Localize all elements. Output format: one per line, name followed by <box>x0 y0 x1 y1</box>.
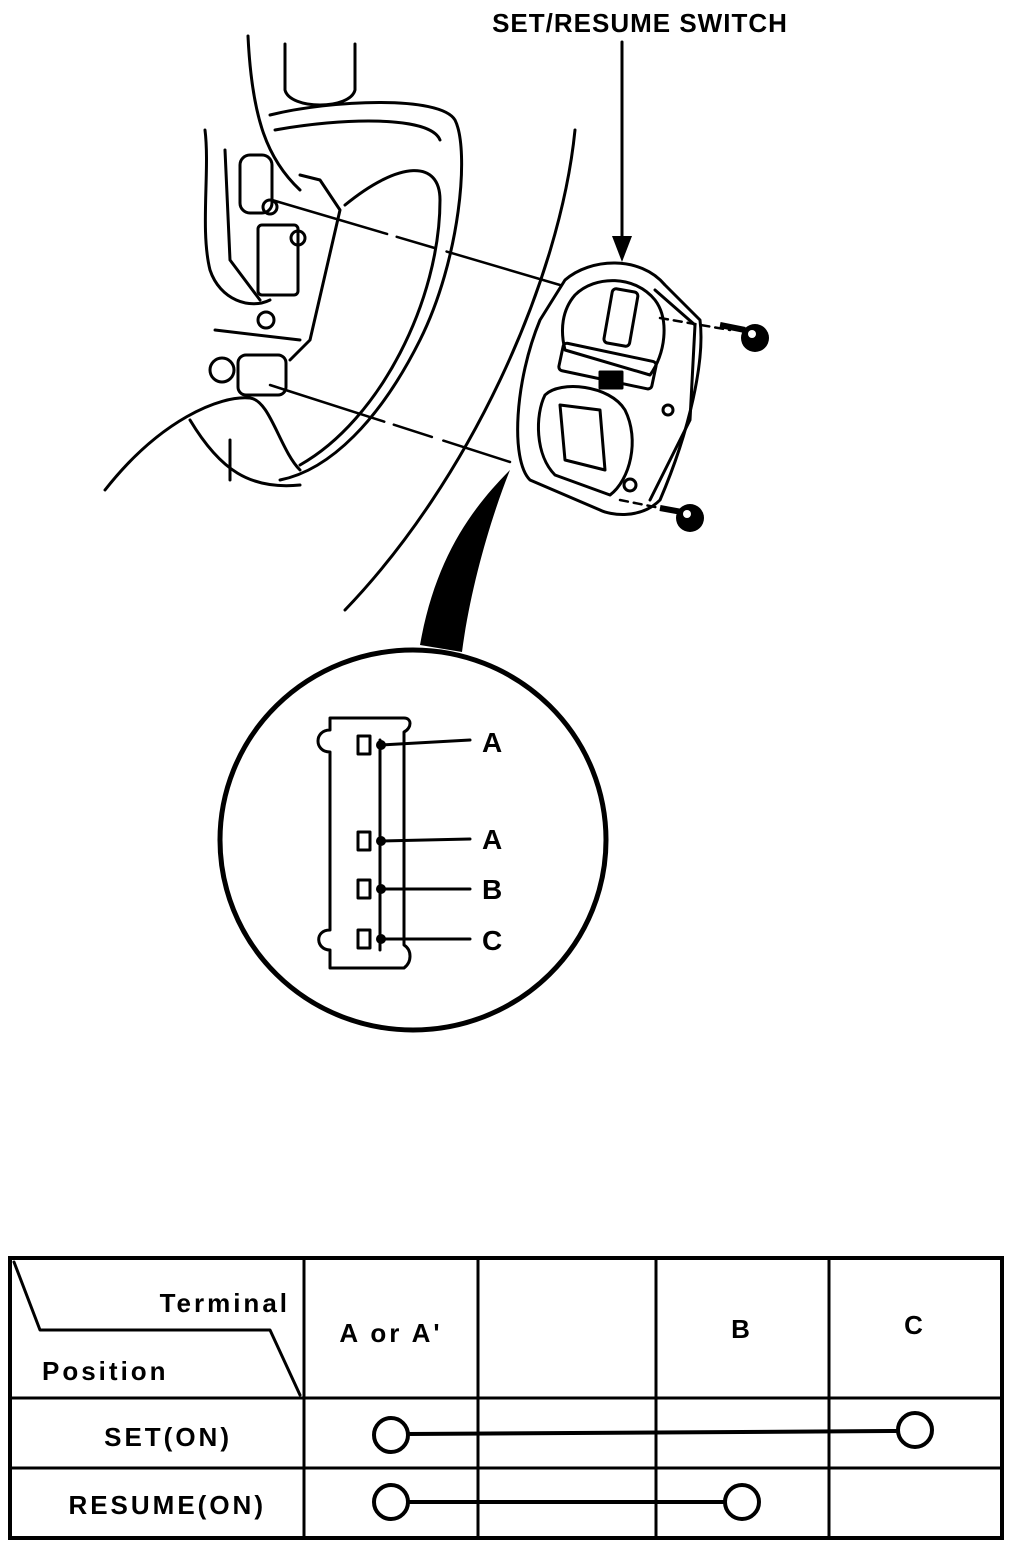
diagram-title: SET/RESUME SWITCH <box>492 8 788 38</box>
continuity-table: Terminal Position A or A' B C SET(ON) RE… <box>8 1256 1004 1540</box>
column-header-c: C <box>904 1310 926 1340</box>
screw-top <box>719 322 769 352</box>
row-label-set: SET(ON) <box>104 1422 232 1452</box>
set-terminal-a-dot <box>372 1416 410 1454</box>
resume-terminal-b-dot <box>723 1483 761 1521</box>
terminal-leader-lines <box>378 738 472 941</box>
terminal-label-b: B <box>482 874 502 905</box>
callout-wedge <box>420 470 510 652</box>
row-label-resume: RESUME(ON) <box>68 1490 266 1520</box>
set-continuity <box>372 1411 934 1454</box>
terminal-label-c: C <box>482 925 502 956</box>
steering-column-drawing <box>103 34 577 612</box>
screw-bottom <box>659 504 704 532</box>
terminal-label-a1: A <box>482 727 502 758</box>
resume-continuity <box>372 1483 761 1521</box>
column-header-b: B <box>731 1314 753 1344</box>
switch-assembly <box>516 261 703 516</box>
set-continuity-line <box>407 1429 899 1436</box>
set-terminal-c-dot <box>896 1411 934 1449</box>
terminal-label-a2: A <box>482 824 502 855</box>
connector-magnifier: A A B C <box>217 647 609 1033</box>
column-header-a: A or A' <box>339 1318 442 1348</box>
resume-terminal-a-dot <box>372 1483 410 1521</box>
header-position: Position <box>42 1356 169 1386</box>
header-terminal: Terminal <box>160 1288 290 1318</box>
title-arrow <box>612 40 632 262</box>
